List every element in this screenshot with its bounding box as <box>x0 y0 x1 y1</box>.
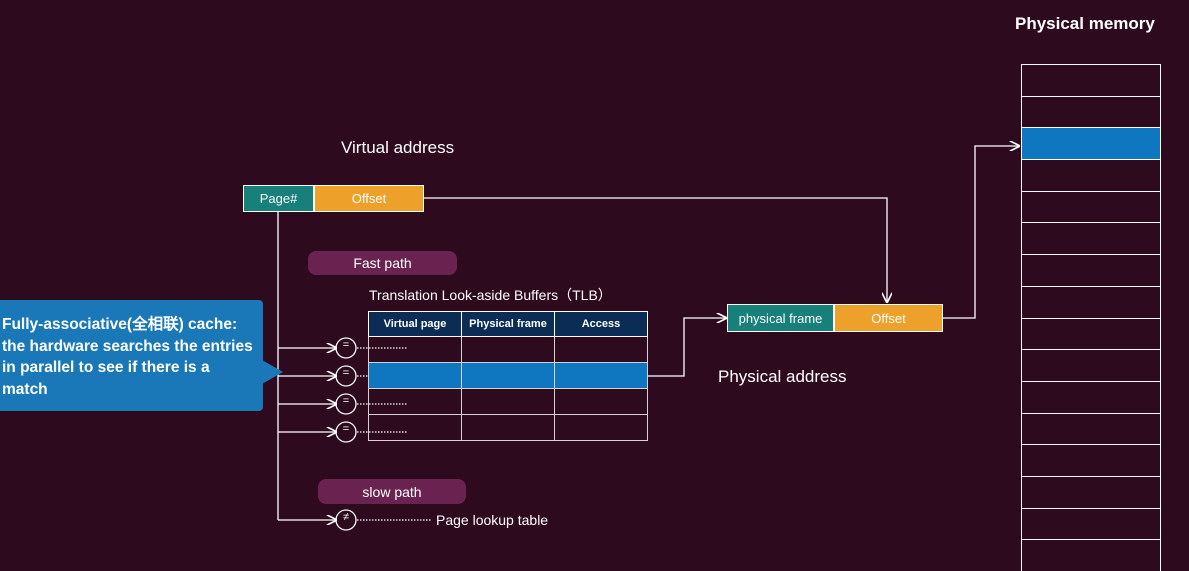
comparator-3 <box>335 421 357 443</box>
tlb-cell <box>461 414 555 441</box>
tlb-cell <box>554 388 648 415</box>
tlb-header-virtual-page: Virtual page <box>368 311 462 337</box>
tlb-cell <box>461 388 555 415</box>
page-lookup-table-label: Page lookup table <box>436 512 549 528</box>
physical-address-title: Physical address <box>718 367 847 386</box>
comparator-symbol-2: = <box>342 395 350 407</box>
offset-wire <box>424 197 887 302</box>
memory-frame <box>1021 254 1161 286</box>
comparator-2 <box>335 393 357 415</box>
memory-frame <box>1021 222 1161 255</box>
virtual-offset-field: Offset <box>314 185 424 212</box>
memory-frame <box>1021 475 1161 508</box>
memory-frame <box>1021 349 1161 381</box>
tlb-body <box>368 336 648 441</box>
memory-frame <box>1021 190 1161 223</box>
memory-frame <box>1021 127 1161 160</box>
tlb-cell <box>461 362 555 389</box>
comparator-symbol-0: = <box>342 339 350 351</box>
comparator-symbol-slow: ≠ <box>342 511 350 523</box>
memory-frame <box>1021 285 1161 318</box>
comparator-symbol-3: = <box>342 423 350 435</box>
tlb-cell <box>368 414 462 441</box>
slow-path-badge: slow path <box>318 479 466 504</box>
comparator-slow <box>335 509 357 531</box>
comparator-0 <box>335 337 357 359</box>
tlb-header-physical-frame: Physical frame <box>461 311 555 337</box>
memory-wire <box>943 146 1019 319</box>
tlb-header-access: Access <box>554 311 648 337</box>
tlb-cell <box>554 414 648 441</box>
tlb-cell <box>368 388 462 415</box>
physical-offset-field: Offset <box>834 304 943 332</box>
tlb-cell <box>554 362 648 389</box>
physical-frame-field: physical frame <box>727 304 834 332</box>
tlb-cell <box>554 336 648 363</box>
memory-frame <box>1021 380 1161 413</box>
memory-frame <box>1021 159 1161 191</box>
physical-memory-title: Physical memory <box>1015 14 1155 33</box>
memory-frame <box>1021 507 1161 540</box>
page-number-field: Page# <box>243 185 314 212</box>
tlb-cell <box>461 336 555 363</box>
tlb-cell <box>368 362 462 389</box>
tlb-table: Virtual page Physical frame Access <box>368 311 648 441</box>
tlb-cell <box>368 336 462 363</box>
memory-frame <box>1021 317 1161 350</box>
memory-frame <box>1021 539 1161 571</box>
tlb-row <box>368 414 648 441</box>
physical-memory-column <box>1021 64 1161 571</box>
tlb-row <box>368 336 648 363</box>
comparator-1 <box>335 365 357 387</box>
tlb-row <box>368 362 648 389</box>
virtual-address-title: Virtual address <box>341 138 455 157</box>
comparator-symbol-1: = <box>342 367 350 379</box>
callout-pointer <box>262 360 283 384</box>
tlb-header-row: Virtual page Physical frame Access <box>368 311 648 337</box>
memory-frame <box>1021 444 1161 476</box>
tlb-title: Translation Look-aside Buffers（TLB） <box>369 287 612 303</box>
memory-frame <box>1021 95 1161 128</box>
tlb-row <box>368 388 648 415</box>
memory-frame <box>1021 64 1161 96</box>
fully-associative-callout: Fully-associative(全相联) cache: the hardwa… <box>0 300 263 411</box>
memory-frame <box>1021 412 1161 445</box>
fast-path-badge: Fast path <box>308 251 457 275</box>
